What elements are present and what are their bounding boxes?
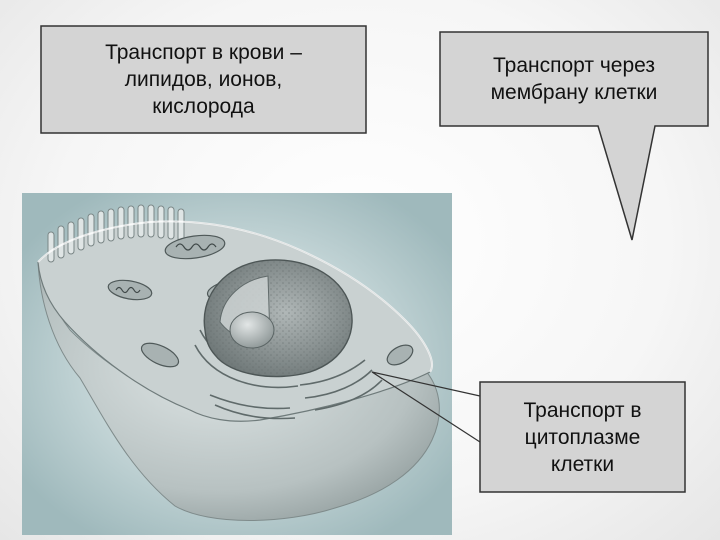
cell-illustration xyxy=(22,193,452,535)
nucleus xyxy=(203,259,353,378)
cytoplasm-transport-box xyxy=(479,381,686,493)
nucleolus xyxy=(229,311,275,349)
blood-transport-box xyxy=(40,25,367,134)
membrane-transport-label: Транспорт через мембрану клетки xyxy=(440,32,708,126)
cytoplasm-transport-label: Транспорт в цитоплазме клетки xyxy=(480,382,685,492)
cytoplasm-callout-pointer xyxy=(371,371,481,443)
cytoplasm-transport-line-1: Транспорт в xyxy=(523,398,642,422)
blood-transport-line-2: липидов, ионов, xyxy=(124,68,283,91)
membrane-transport-line-1: Транспорт через xyxy=(493,54,655,77)
plasma-membrane xyxy=(37,220,433,373)
membrane-transport-line-2: мембрану клетки xyxy=(490,81,658,104)
cytoplasm-transport-line-2: цитоплазме xyxy=(524,425,641,449)
microvilli xyxy=(47,204,185,263)
blood-transport-line-3: кислорода xyxy=(152,95,255,118)
blood-transport-label: Транспорт в крови – липидов, ионов, кисл… xyxy=(41,26,366,133)
blood-transport-line-1: Транспорт в крови – xyxy=(105,41,302,64)
membrane-transport-box xyxy=(439,31,709,241)
cytoplasm-transport-line-3: клетки xyxy=(550,452,615,476)
